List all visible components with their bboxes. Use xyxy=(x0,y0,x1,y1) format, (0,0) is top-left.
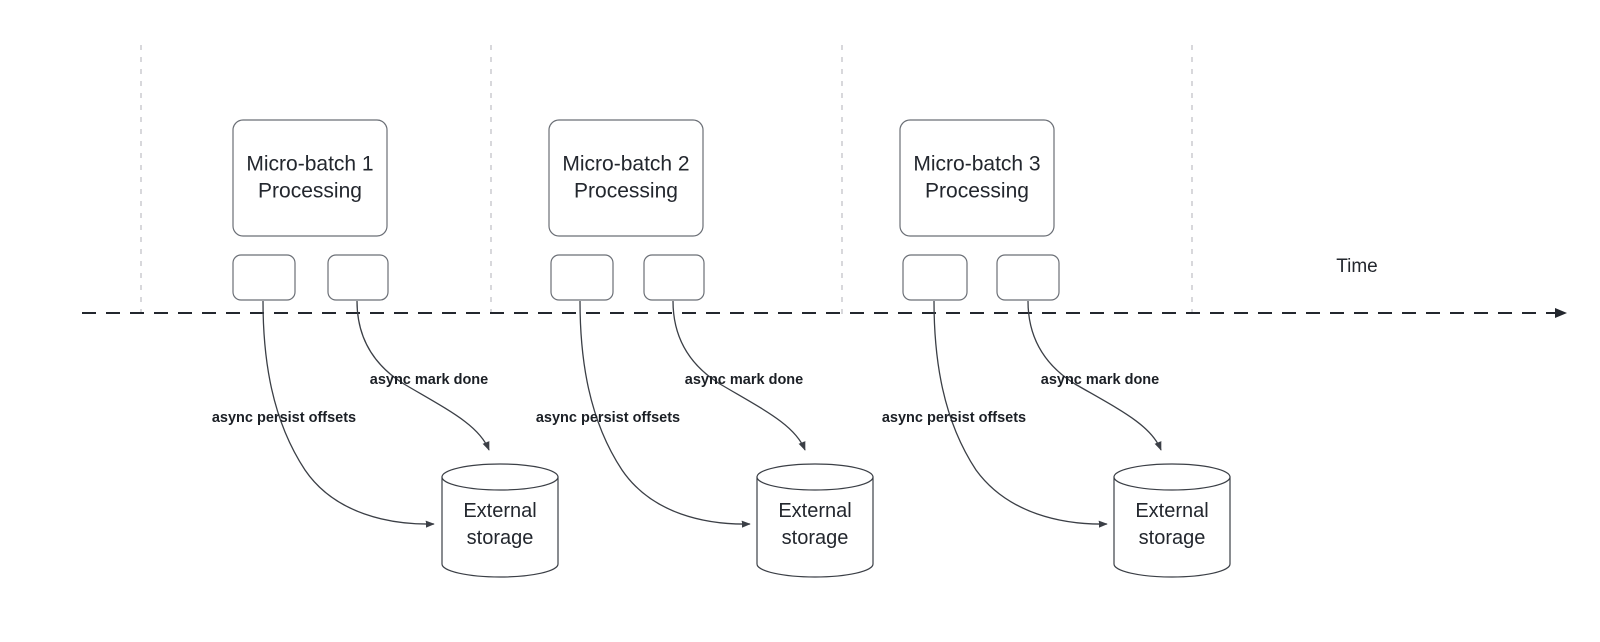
microbatch-box-label-line1: Micro-batch 2 xyxy=(562,153,689,176)
offset-marker-2b[interactable] xyxy=(643,254,705,301)
external-storage-cylinder-top xyxy=(1113,463,1231,491)
edge-persist-offsets-2 xyxy=(579,300,751,528)
edge-mark-done-3 xyxy=(1027,300,1162,451)
edge-persist-offsets-1 xyxy=(262,300,435,528)
microbatch-processing-box[interactable] xyxy=(232,119,388,237)
edge-mark-done-1 xyxy=(356,300,490,451)
external-storage-cylinder-body[interactable] xyxy=(1113,476,1231,578)
offset-marker-3b[interactable] xyxy=(996,254,1060,301)
external-storage-label-line1: External xyxy=(463,500,536,522)
time-axis-label: Time xyxy=(1336,256,1378,277)
edge-persist-offsets-2-label: async persist offsets xyxy=(536,410,680,426)
external-storage-label-line1: External xyxy=(1135,500,1208,522)
external-storage-label-line1: External xyxy=(778,500,851,522)
microbatch-box-label-line1: Micro-batch 3 xyxy=(913,153,1040,176)
microbatch-processing-box[interactable] xyxy=(899,119,1055,237)
offset-marker-3a[interactable] xyxy=(902,254,968,301)
edge-mark-done-3-label: async mark done xyxy=(1041,372,1159,388)
external-storage-cylinder-top xyxy=(441,463,559,491)
external-storage-cylinder-body[interactable] xyxy=(756,476,874,578)
microbatch-processing-box[interactable] xyxy=(548,119,704,237)
edge-persist-offsets-1-label: async persist offsets xyxy=(212,410,356,426)
edge-labels-group: async persist offsets async mark done asyn… xyxy=(212,372,1159,426)
edge-persist-offsets-3 xyxy=(933,300,1108,528)
external-storage-label-line2: storage xyxy=(782,527,849,549)
microbatch-box-label-line2: Processing xyxy=(258,180,362,203)
microbatch-box-label-line2: Processing xyxy=(925,180,1029,203)
external-storage-label-line2: storage xyxy=(467,527,534,549)
offset-marker-1b[interactable] xyxy=(327,254,389,301)
microbatch-box-label-line1: Micro-batch 1 xyxy=(246,153,373,176)
edge-persist-offsets-3-label: async persist offsets xyxy=(882,410,1026,426)
external-storage-cylinder-top xyxy=(756,463,874,491)
external-storage-cylinder-body[interactable] xyxy=(441,476,559,578)
offset-marker-1a[interactable] xyxy=(232,254,296,301)
separator-lines-group xyxy=(140,45,1193,316)
edge-mark-done-1-label: async mark done xyxy=(370,372,488,388)
offset-marker-2a[interactable] xyxy=(550,254,614,301)
timeline-group: Time xyxy=(82,256,1567,318)
edge-mark-done-2-label: async mark done xyxy=(685,372,803,388)
flow-edges-group xyxy=(262,300,1162,528)
external-storage-label-line2: storage xyxy=(1139,527,1206,549)
microbatch-box-label-line2: Processing xyxy=(574,180,678,203)
edge-mark-done-2 xyxy=(672,300,806,451)
